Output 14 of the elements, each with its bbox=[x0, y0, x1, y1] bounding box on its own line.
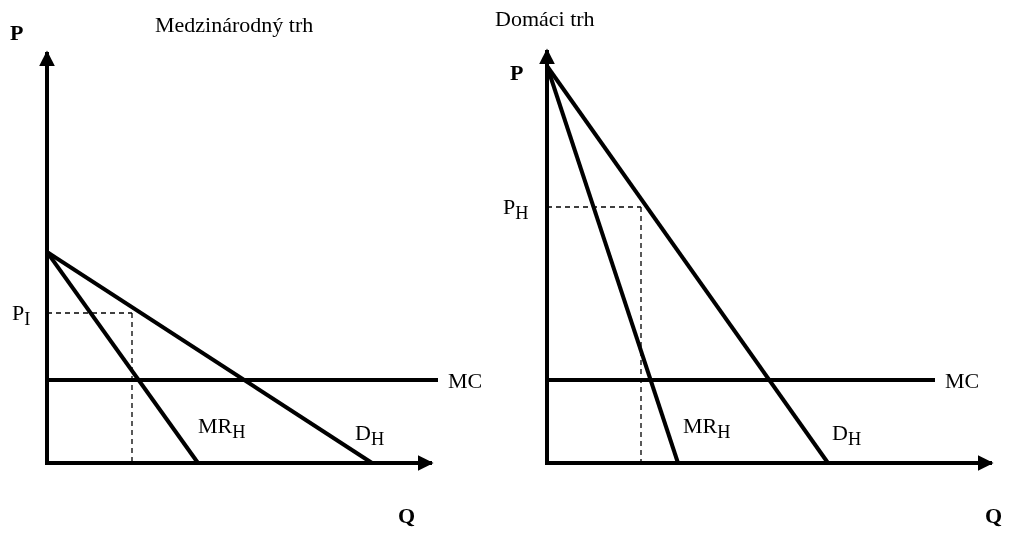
curve-label: MC bbox=[448, 370, 483, 392]
axis-label: P bbox=[10, 22, 24, 44]
curve-label: MR$_{H}$ bbox=[198, 415, 246, 442]
panel-title: Domáci trh bbox=[495, 8, 595, 30]
price-label: P$_{H}$ bbox=[503, 196, 529, 223]
panel-title: Medzinárodný trh bbox=[155, 14, 314, 36]
price-label: P$_{I}$ bbox=[12, 302, 31, 329]
axis-label: Q bbox=[985, 505, 1003, 527]
curve-label: MR$_{H}$ bbox=[683, 415, 731, 442]
axis-label: Q bbox=[398, 505, 416, 527]
curve-label: D$_{H}$ bbox=[355, 422, 385, 449]
axis-label: P bbox=[510, 62, 524, 84]
curve-label: MC bbox=[945, 370, 980, 392]
curve-label: D$_{H}$ bbox=[832, 422, 862, 449]
